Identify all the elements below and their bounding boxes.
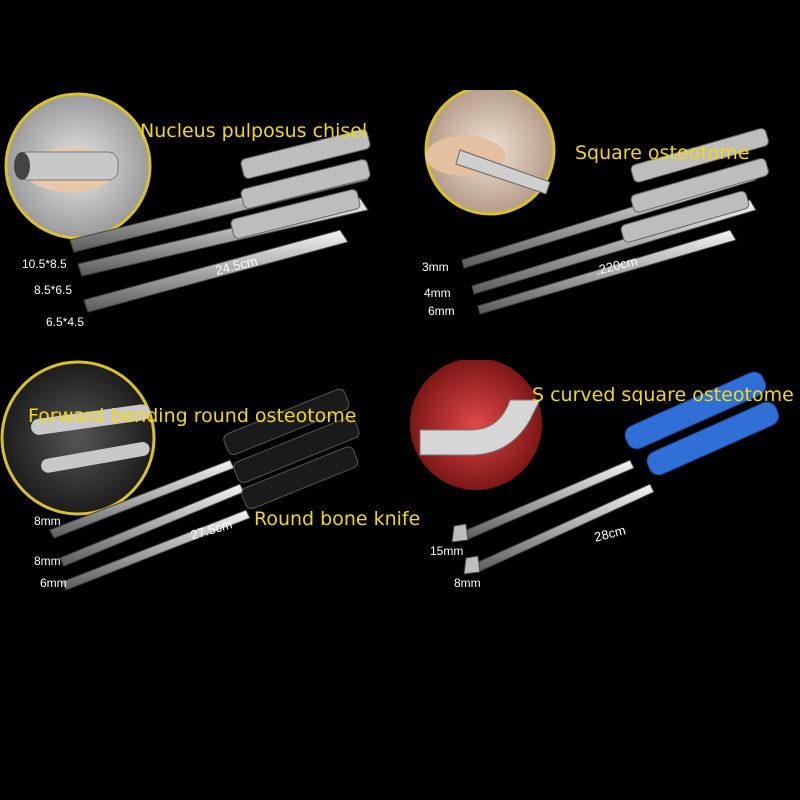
panel-title: Nucleus pulposus chisel bbox=[140, 120, 368, 142]
size-label: 6mm bbox=[40, 576, 67, 590]
size-label: 15mm bbox=[430, 544, 464, 558]
panel-title: Forward bending round osteotome bbox=[28, 405, 357, 427]
panel-nucleus-chisel: Nucleus pulposus chisel 10.5*8.5 8.5*6.5… bbox=[0, 90, 400, 420]
size-label: 10.5*8.5 bbox=[22, 257, 67, 271]
size-label: 6.5*4.5 bbox=[46, 315, 85, 329]
size-label: 8mm bbox=[454, 576, 481, 590]
size-label: 3mm bbox=[422, 260, 449, 274]
round-osteotome-image bbox=[0, 360, 360, 591]
size-label: 4mm bbox=[424, 286, 451, 300]
s-curved-osteotome-image bbox=[410, 360, 779, 575]
panel-title: S curved square osteotome bbox=[532, 384, 794, 406]
panel-title: Square osteotome bbox=[575, 142, 750, 164]
size-label: 8.5*6.5 bbox=[34, 283, 73, 297]
size-label: 6mm bbox=[428, 304, 455, 318]
panel-s-curved-osteotome: S curved square osteotome 15mm 8mm 28cm bbox=[400, 360, 800, 690]
nucleus-chisel-image bbox=[4, 92, 371, 313]
square-osteotome-image bbox=[424, 90, 769, 315]
panel-square-osteotome: Square osteotome 3mm 4mm 6mm .220cm bbox=[400, 90, 800, 420]
size-label: 8mm bbox=[34, 514, 61, 528]
panel-subtitle: Round bone knife bbox=[254, 508, 421, 530]
size-label: 8mm bbox=[34, 554, 61, 568]
panel-round-osteotome: Forward bending round osteotome Round bo… bbox=[0, 360, 420, 690]
